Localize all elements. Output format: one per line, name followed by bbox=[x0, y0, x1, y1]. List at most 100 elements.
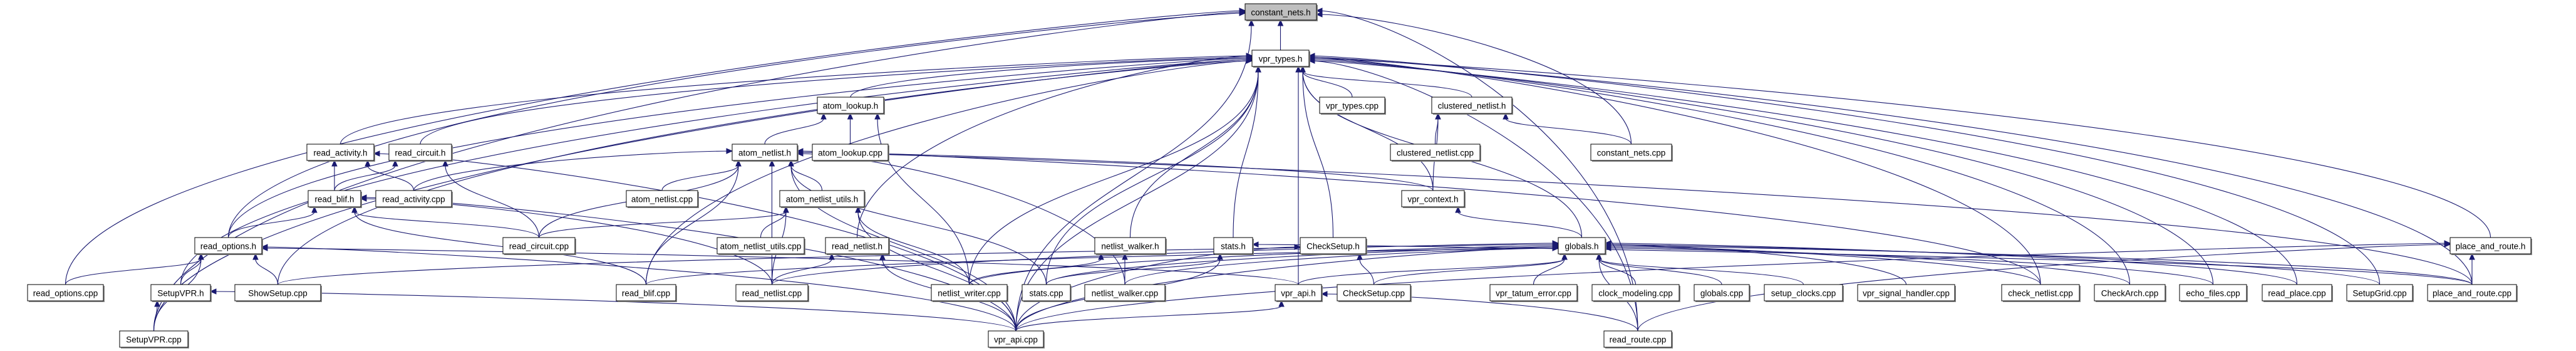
node-check-setup-cpp[interactable]: CheckSetup.cpp bbox=[1337, 284, 1412, 302]
node-read-netlist-h[interactable]: read_netlist.h bbox=[825, 237, 890, 255]
node-constant-nets-cpp[interactable]: constant_nets.cpp bbox=[1590, 144, 1673, 162]
node-box[interactable] bbox=[1275, 284, 1322, 301]
node-atom-netlist-utils-h[interactable]: atom_netlist_utils.h bbox=[779, 190, 866, 208]
node-box[interactable] bbox=[194, 237, 262, 254]
node-box[interactable] bbox=[2179, 284, 2247, 301]
node-box[interactable] bbox=[27, 284, 104, 301]
node-stats-h[interactable]: stats.h bbox=[1213, 237, 1254, 255]
node-read-options-cpp[interactable]: read_options.cpp bbox=[27, 284, 105, 302]
node-clock-modeling-cpp[interactable]: clock_modeling.cpp bbox=[1591, 284, 1680, 302]
node-box[interactable] bbox=[1094, 237, 1166, 254]
node-box[interactable] bbox=[931, 284, 1008, 301]
node-box[interactable] bbox=[234, 284, 321, 301]
node-read-circuit-h[interactable]: read_circuit.h bbox=[388, 144, 453, 162]
node-box[interactable] bbox=[388, 144, 452, 161]
node-check-netlist-cpp[interactable]: check_netlist.cpp bbox=[2001, 284, 2081, 302]
node-box[interactable] bbox=[308, 190, 361, 207]
node-setup-clocks-cpp[interactable]: setup_clocks.cpp bbox=[1764, 284, 1844, 302]
node-box[interactable] bbox=[1489, 284, 1578, 301]
node-globals-cpp[interactable]: globals.cpp bbox=[1694, 284, 1751, 302]
node-vpr-signal-handler-cpp[interactable]: vpr_signal_handler.cpp bbox=[1857, 284, 1956, 302]
node-vpr-tatum-error-cpp[interactable]: vpr_tatum_error.cpp bbox=[1489, 284, 1578, 302]
node-box[interactable] bbox=[1213, 237, 1253, 254]
node-netlist-walker-cpp[interactable]: netlist_walker.cpp bbox=[1084, 284, 1166, 302]
node-box[interactable] bbox=[1244, 3, 1317, 21]
node-box[interactable] bbox=[1603, 330, 1672, 348]
node-read-route-cpp[interactable]: read_route.cpp bbox=[1603, 330, 1673, 348]
node-box[interactable] bbox=[616, 284, 676, 301]
node-box[interactable] bbox=[1401, 190, 1465, 207]
node-globals-h[interactable]: globals.h bbox=[1558, 237, 1606, 255]
node-atom-netlist-utils-cpp[interactable]: atom_netlist_utils.cpp bbox=[716, 237, 805, 255]
node-place-and-route-h[interactable]: place_and_route.h bbox=[2449, 237, 2532, 255]
node-read-netlist-cpp[interactable]: read_netlist.cpp bbox=[735, 284, 809, 302]
node-box[interactable] bbox=[150, 284, 211, 301]
node-atom-lookup-h[interactable]: atom_lookup.h bbox=[817, 97, 885, 115]
node-atom-netlist-h[interactable]: atom_netlist.h bbox=[732, 144, 799, 162]
node-box[interactable] bbox=[817, 97, 884, 114]
node-netlist-writer-cpp[interactable]: netlist_writer.cpp bbox=[931, 284, 1008, 302]
node-show-setup-cpp[interactable]: ShowSetup.cpp bbox=[234, 284, 322, 302]
node-box[interactable] bbox=[1022, 284, 1071, 301]
node-vpr-context-h[interactable]: vpr_context.h bbox=[1401, 190, 1466, 208]
node-setup-vpr-h[interactable]: SetupVPR.h bbox=[150, 284, 212, 302]
node-box[interactable] bbox=[1251, 50, 1310, 67]
node-label: read_activity.cpp bbox=[382, 195, 445, 204]
node-constant-nets-h[interactable]: constant_nets.h bbox=[1244, 3, 1318, 21]
node-box[interactable] bbox=[716, 237, 805, 254]
node-box[interactable] bbox=[1390, 144, 1481, 161]
node-vpr-types-cpp[interactable]: vpr_types.cpp bbox=[1319, 97, 1386, 115]
node-box[interactable] bbox=[1857, 284, 1955, 301]
node-read-activity-cpp[interactable]: read_activity.cpp bbox=[375, 190, 453, 208]
node-setup-vpr-cpp[interactable]: SetupVPR.cpp bbox=[119, 330, 189, 348]
node-echo-files-cpp[interactable]: echo_files.cpp bbox=[2179, 284, 2248, 302]
node-box[interactable] bbox=[502, 237, 576, 254]
node-box[interactable] bbox=[1590, 144, 1672, 161]
node-box[interactable] bbox=[2001, 284, 2080, 301]
node-box[interactable] bbox=[735, 284, 809, 301]
node-atom-netlist-cpp[interactable]: atom_netlist.cpp bbox=[626, 190, 699, 208]
node-read-activity-h[interactable]: read_activity.h bbox=[306, 144, 375, 162]
node-box[interactable] bbox=[1337, 284, 1411, 301]
node-box[interactable] bbox=[626, 190, 698, 207]
node-box[interactable] bbox=[1319, 97, 1385, 114]
node-box[interactable] bbox=[1558, 237, 1606, 254]
node-box[interactable] bbox=[119, 330, 189, 348]
node-box[interactable] bbox=[732, 144, 798, 161]
node-box[interactable] bbox=[1591, 284, 1680, 301]
node-vpr-types-h[interactable]: vpr_types.h bbox=[1251, 50, 1310, 68]
node-box[interactable] bbox=[375, 190, 452, 207]
node-box[interactable] bbox=[1431, 97, 1513, 114]
node-box[interactable] bbox=[779, 190, 865, 207]
node-stats-cpp[interactable]: stats.cpp bbox=[1022, 284, 1072, 302]
node-box[interactable] bbox=[306, 144, 375, 161]
node-check-setup-h[interactable]: CheckSetup.h bbox=[1300, 237, 1367, 255]
node-vpr-api-cpp[interactable]: vpr_api.cpp bbox=[988, 330, 1045, 348]
node-setup-grid-cpp[interactable]: SetupGrid.cpp bbox=[2346, 284, 2414, 302]
node-read-blif-cpp[interactable]: read_blif.cpp bbox=[616, 284, 677, 302]
node-read-circuit-cpp[interactable]: read_circuit.cpp bbox=[502, 237, 576, 255]
node-box[interactable] bbox=[988, 330, 1044, 348]
node-box[interactable] bbox=[2094, 284, 2166, 301]
node-read-place-cpp[interactable]: read_place.cpp bbox=[2262, 284, 2333, 302]
node-box[interactable] bbox=[2262, 284, 2332, 301]
node-box[interactable] bbox=[1300, 237, 1367, 254]
node-clustered-netlist-h[interactable]: clustered_netlist.h bbox=[1431, 97, 1513, 115]
node-place-and-route-cpp[interactable]: place_and_route.cpp bbox=[2427, 284, 2518, 302]
node-read-options-h[interactable]: read_options.h bbox=[194, 237, 263, 255]
node-read-blif-h[interactable]: read_blif.h bbox=[308, 190, 362, 208]
node-netlist-walker-h[interactable]: netlist_walker.h bbox=[1094, 237, 1167, 255]
node-vpr-api-h[interactable]: vpr_api.h bbox=[1275, 284, 1323, 302]
node-clustered-netlist-cpp[interactable]: clustered_netlist.cpp bbox=[1390, 144, 1481, 162]
dependency-edge bbox=[65, 10, 1246, 285]
node-box[interactable] bbox=[2449, 237, 2532, 254]
node-check-arch-cpp[interactable]: CheckArch.cpp bbox=[2094, 284, 2166, 302]
node-box[interactable] bbox=[1694, 284, 1750, 301]
node-atom-lookup-cpp[interactable]: atom_lookup.cpp bbox=[812, 144, 889, 162]
node-box[interactable] bbox=[825, 237, 889, 254]
node-box[interactable] bbox=[1764, 284, 1843, 301]
node-box[interactable] bbox=[812, 144, 889, 161]
node-box[interactable] bbox=[2346, 284, 2413, 301]
node-box[interactable] bbox=[1084, 284, 1166, 301]
node-box[interactable] bbox=[2427, 284, 2517, 301]
